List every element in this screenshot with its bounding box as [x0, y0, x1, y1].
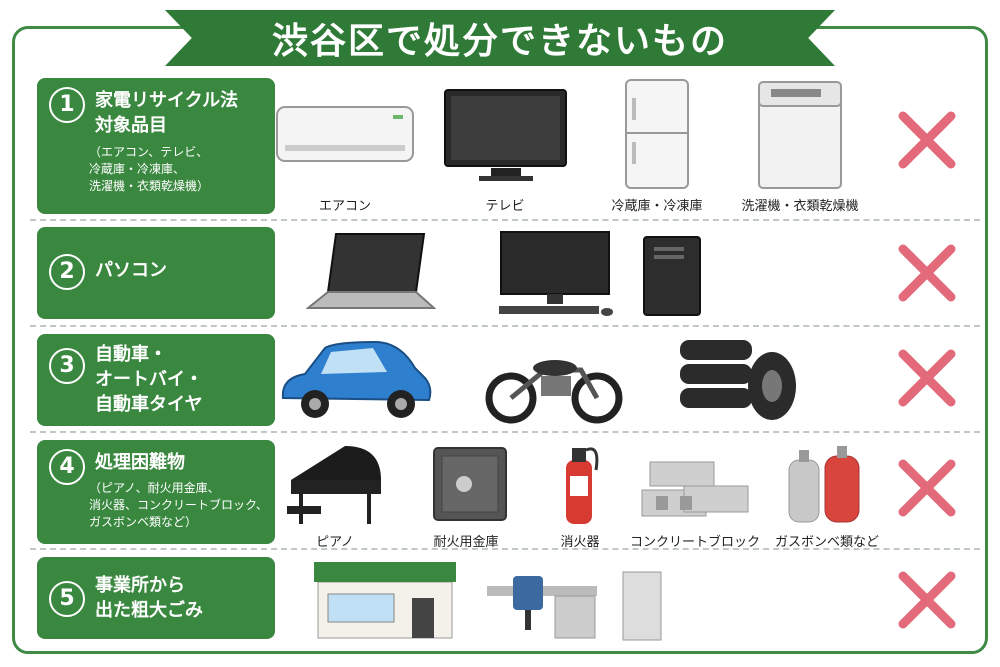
- item-label: 冷蔵庫・冷凍庫: [611, 199, 703, 214]
- item-label: 消火器: [560, 535, 600, 550]
- television-icon: [443, 88, 568, 183]
- laptop-icon: [306, 232, 436, 312]
- category-5: 5 事業所から 出た粗大ごみ: [37, 557, 275, 639]
- row-divider: [30, 219, 980, 221]
- row-divider: [30, 431, 980, 433]
- category-title: パソコン: [95, 260, 167, 281]
- category-title: 処理困難物: [95, 452, 185, 473]
- item-label: エアコン: [318, 199, 372, 214]
- category-title: 事業所から 出た粗大ごみ: [95, 575, 203, 621]
- fireproof-safe-icon: [432, 446, 508, 526]
- item-label: テレビ: [485, 199, 525, 214]
- category-3: 3 自動車・ オートバイ・ 自動車タイヤ: [37, 334, 275, 426]
- category-note: （エアコン、テレビ、 冷蔵庫・冷凍庫、 洗濯機・衣類乾燥機）: [89, 145, 210, 193]
- number-badge: 1: [49, 87, 85, 123]
- concrete-block-icon: [640, 456, 750, 526]
- number-badge: 5: [49, 581, 85, 617]
- category-2: 2 パソコン: [37, 227, 275, 319]
- office-furniture-icon: [485, 570, 663, 642]
- gas-cylinder-icon: [785, 446, 865, 526]
- item-label: 洗濯機・衣類乾燥機: [741, 199, 859, 214]
- category-title: 家電リサイクル法 対象品目: [95, 90, 239, 136]
- fire-extinguisher-icon: [556, 440, 602, 528]
- category-note: （ピアノ、耐火用金庫、 消火器、コンクリートブロック、 ガスボンベ類など）: [89, 481, 268, 529]
- row-divider: [30, 325, 980, 327]
- cross-mark-icon: [898, 244, 956, 302]
- motorcycle-icon: [485, 340, 625, 425]
- air-conditioner-icon: [275, 105, 415, 165]
- item-label: 耐火用金庫: [433, 535, 499, 550]
- cross-mark-icon: [898, 111, 956, 169]
- pc-tower-icon: [642, 235, 702, 317]
- number-badge: 2: [49, 254, 85, 290]
- category-1: 1 家電リサイクル法 対象品目 （エアコン、テレビ、 冷蔵庫・冷凍庫、 洗濯機・…: [37, 78, 275, 214]
- title-banner: 渋谷区で処分できないもの: [165, 10, 835, 66]
- category-title: 自動車・ オートバイ・ 自動車タイヤ: [95, 344, 203, 415]
- page-title: 渋谷区で処分できないもの: [271, 21, 728, 62]
- cross-mark-icon: [898, 571, 956, 629]
- cross-mark-icon: [898, 349, 956, 407]
- car-icon: [275, 338, 435, 423]
- item-label: コンクリートブロック: [629, 535, 761, 550]
- item-label: ガスボンベ類など: [774, 535, 880, 550]
- cross-mark-icon: [898, 459, 956, 517]
- refrigerator-icon: [624, 78, 690, 190]
- number-badge: 3: [49, 348, 85, 384]
- shop-building-icon: [312, 558, 457, 640]
- piano-icon: [285, 440, 385, 528]
- tires-icon: [676, 336, 801, 424]
- washing-machine-icon: [757, 80, 843, 190]
- desktop-monitor-icon: [495, 230, 615, 320]
- item-label: ピアノ: [316, 535, 354, 550]
- category-4: 4 処理困難物 （ピアノ、耐火用金庫、 消火器、コンクリートブロック、 ガスボン…: [37, 440, 275, 544]
- number-badge: 4: [49, 449, 85, 485]
- row-divider: [30, 548, 980, 550]
